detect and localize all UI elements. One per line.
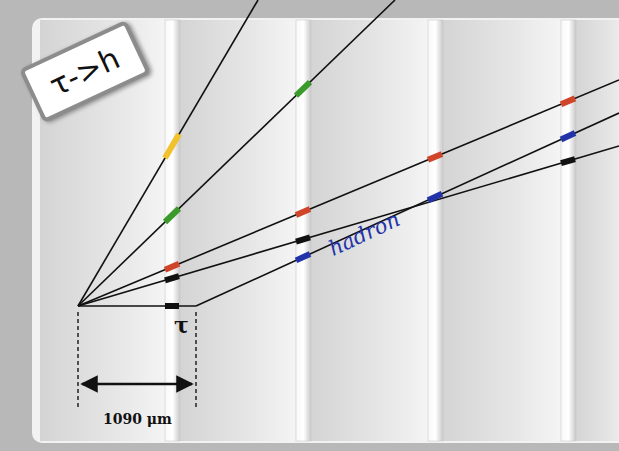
dimension-arrow bbox=[82, 383, 192, 386]
detector-layer bbox=[165, 20, 180, 441]
track bbox=[196, 113, 619, 306]
dimension bbox=[78, 312, 196, 410]
detector-hit bbox=[165, 264, 179, 270]
track bbox=[78, 146, 619, 306]
detector-hit bbox=[428, 154, 442, 160]
detector-hit bbox=[561, 159, 575, 163]
layer-gap bbox=[310, 20, 428, 441]
detector-hit bbox=[296, 209, 310, 215]
dimension-line bbox=[195, 312, 197, 410]
detector-layer bbox=[428, 20, 443, 441]
layer-gap bbox=[180, 20, 295, 441]
detector-layer bbox=[561, 20, 576, 441]
detector-hit bbox=[165, 209, 179, 223]
track bbox=[78, 80, 619, 306]
detector-hit bbox=[165, 303, 179, 309]
detector-hit bbox=[165, 276, 179, 280]
tau-label: τ bbox=[174, 312, 189, 338]
detector-hit bbox=[296, 82, 310, 96]
particle-tracks bbox=[78, 0, 619, 306]
dimension-label: 1090 μm bbox=[103, 411, 172, 427]
track bbox=[78, 305, 196, 307]
detector-hit bbox=[428, 194, 442, 200]
detector-layer bbox=[296, 20, 311, 441]
detector-hit bbox=[561, 133, 575, 139]
detector-hit bbox=[296, 254, 310, 260]
layer-gap bbox=[442, 20, 560, 441]
detector-hit bbox=[296, 237, 310, 241]
detector-hit bbox=[165, 134, 179, 158]
detector-hit bbox=[561, 98, 575, 104]
dimension-line bbox=[77, 312, 79, 410]
